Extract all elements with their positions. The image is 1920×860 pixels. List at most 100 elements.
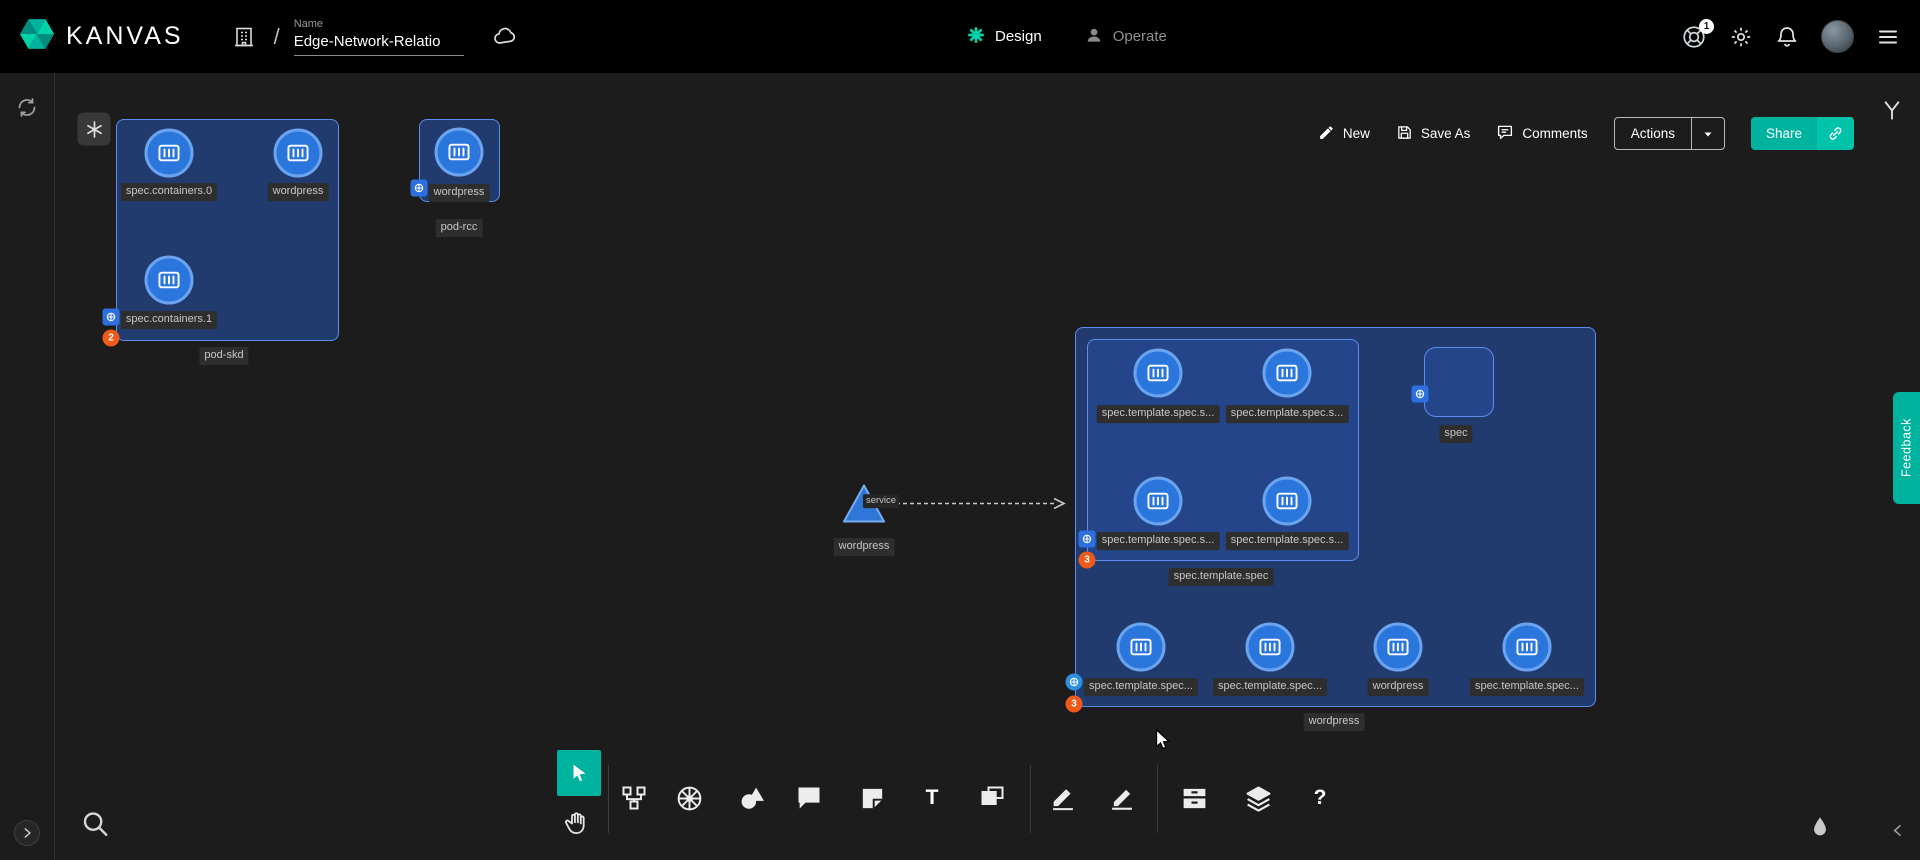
kanvas-logo-icon [18,15,56,58]
pencil-draw-tool-icon[interactable] [1045,780,1081,816]
node-label: wordpress [268,183,329,201]
expand-sidebar-chevron[interactable] [14,820,40,846]
toolbar-divider [1157,765,1158,833]
pan-hand-tool[interactable] [558,805,594,841]
actions-label[interactable]: Actions [1615,118,1691,149]
save-as-button[interactable]: Save As [1396,124,1471,144]
hub-icon[interactable]: 1 [1681,24,1707,50]
comments-label: Comments [1522,126,1587,141]
node-label: spec.template.spec... [1084,678,1198,696]
cloud-sync-icon[interactable] [492,24,518,50]
actions-split-button[interactable]: Actions [1614,117,1725,150]
mouse-cursor [1152,728,1174,757]
ink-drop-icon[interactable] [1809,816,1831,843]
comment-tool-icon[interactable] [791,780,827,816]
app-header: KANVAS / Name Edge-Network-Relatio Desig… [0,0,1920,73]
tab-design[interactable]: Design [966,25,1042,49]
sync-icon[interactable] [15,96,39,125]
text-tool-icon[interactable]: T [914,780,950,816]
tab-operate[interactable]: Operate [1084,25,1167,49]
header-right: 1 [1681,20,1920,53]
design-name-field: Name Edge-Network-Relatio [294,18,464,56]
kanvas-logo[interactable]: KANVAS [0,15,184,58]
node-bottom-2[interactable] [1246,623,1295,672]
group-spec-template-spec[interactable] [1087,339,1359,561]
kubernetes-group-icon [411,180,428,197]
node-template-container-3[interactable] [1134,477,1183,526]
hamburger-menu-icon[interactable] [1876,25,1900,49]
drawer-tool-icon[interactable] [1176,780,1212,816]
name-label: Name [294,18,464,30]
feedback-tab[interactable]: Feedback [1893,392,1920,504]
node-spec[interactable] [1424,347,1494,417]
actions-dropdown-arrow[interactable] [1691,118,1724,149]
mode-tabs: Design Operate [966,0,1167,73]
toolbar-divider [1030,765,1031,833]
node-bottom-4[interactable] [1503,623,1552,672]
left-rail [0,73,55,860]
node-wordpress-container[interactable] [274,129,323,178]
node-label: spec.template.spec... [1213,678,1327,696]
canvas-action-row: New Save As Comments Actions Share [1318,117,1854,150]
pen-annotate-tool-icon[interactable] [1104,780,1140,816]
node-label: spec [1439,425,1472,443]
zoom-icon[interactable] [80,809,110,844]
share-button-group[interactable]: Share [1751,117,1854,150]
tab-design-label: Design [995,28,1042,45]
group-label: pod-rcc [436,219,483,237]
node-template-container-1[interactable] [1134,349,1183,398]
group-label: pod-skd [199,347,248,365]
path-separator: / [274,24,280,50]
snapshot-flower-button[interactable] [78,113,111,146]
tab-operate-label: Operate [1113,28,1167,45]
comment-icon [1496,123,1514,144]
pencil-icon [1318,124,1335,144]
help-tool-icon[interactable]: ? [1302,780,1338,816]
node-label: spec.containers.1 [121,311,217,329]
node-spec-containers-1[interactable] [145,256,194,305]
select-tool-button[interactable] [557,750,601,796]
shapes-tool-icon[interactable] [734,780,770,816]
shape-validator-icon[interactable] [1881,100,1903,127]
node-label: spec.template.spec... [1470,678,1584,696]
design-canvas[interactable]: spec.containers.0 wordpress spec.contain… [0,73,1920,860]
deployment-group-icon [1066,674,1083,691]
flowchart-tool-icon[interactable] [616,780,652,816]
node-label: spec.containers.0 [121,183,217,201]
group-label: wordpress [1304,713,1365,731]
node-label: spec.template.spec.s... [1097,405,1220,423]
node-label: spec.template.spec.s... [1097,532,1220,550]
operate-icon [1084,25,1104,49]
node-spec-containers-0[interactable] [145,129,194,178]
workspace-icon[interactable] [232,25,256,49]
sticker-tool-icon[interactable] [854,780,890,816]
kubernetes-group-icon [1079,531,1096,548]
kubernetes-tool-icon[interactable] [671,780,707,816]
node-label: wordpress [834,538,895,556]
error-count-badge: 3 [1066,696,1083,713]
copy-link-icon[interactable] [1817,117,1854,150]
node-template-container-2[interactable] [1263,349,1312,398]
save-as-label: Save As [1421,126,1471,141]
node-label: wordpress [429,184,490,202]
layers-tool-icon[interactable] [1240,780,1276,816]
comments-button[interactable]: Comments [1496,123,1587,144]
group-label: spec.template.spec [1169,568,1274,586]
kubernetes-group-icon [103,309,120,326]
logo-text: KANVAS [66,22,184,51]
collapse-panel-chevron[interactable] [1890,823,1906,844]
design-icon [966,25,986,49]
node-bottom-wordpress[interactable] [1374,623,1423,672]
frame-tool-icon[interactable] [974,780,1010,816]
bell-icon[interactable] [1775,25,1799,49]
new-button[interactable]: New [1318,124,1370,144]
node-template-container-4[interactable] [1263,477,1312,526]
user-avatar[interactable] [1821,20,1854,53]
design-name-input[interactable]: Edge-Network-Relatio [294,33,464,56]
toolbar-divider [608,765,609,833]
node-bottom-1[interactable] [1117,623,1166,672]
share-label[interactable]: Share [1751,117,1817,150]
edge-label: service [863,494,899,508]
node-wordpress-rcc[interactable] [435,128,484,177]
settings-gear-icon[interactable] [1729,25,1753,49]
